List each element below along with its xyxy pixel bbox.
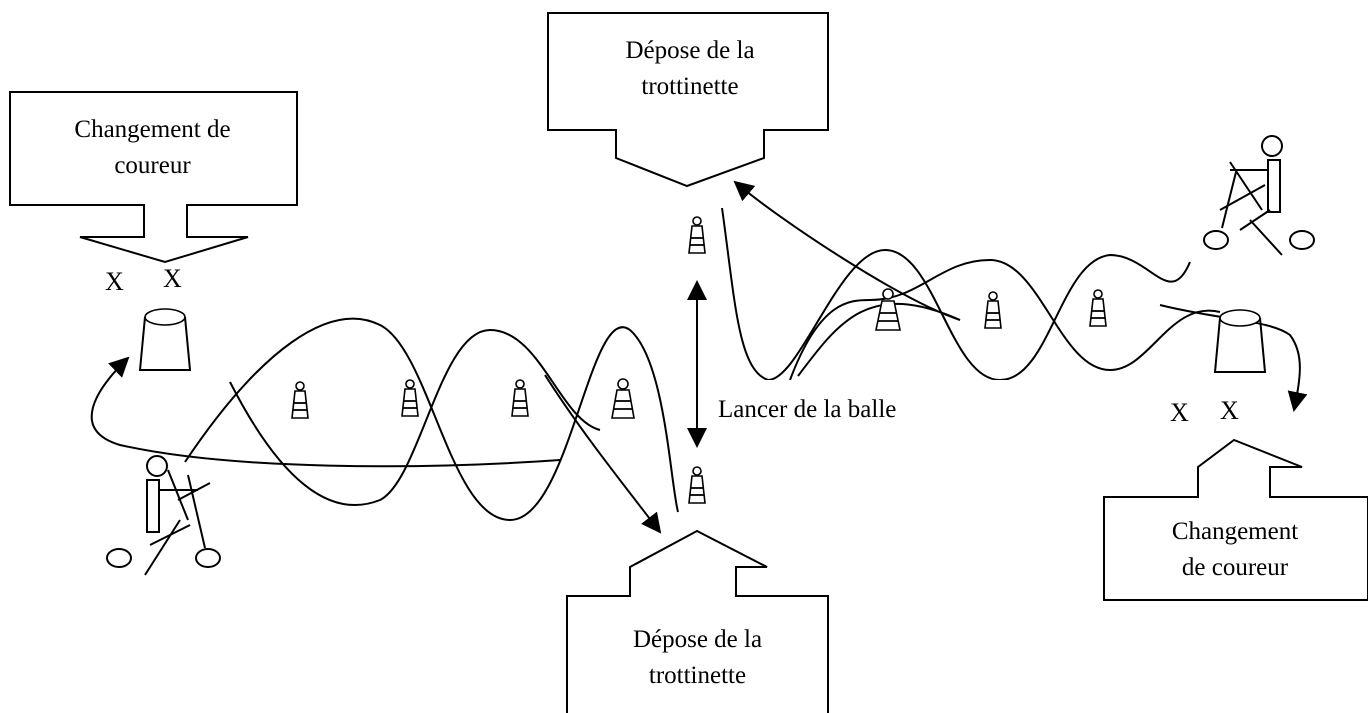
return-path-right <box>1159 304 1308 412</box>
callout-box-changement-left <box>9 91 298 264</box>
return-path-left <box>90 356 561 468</box>
cone-icon <box>291 381 309 419</box>
callout-box-depose-bottom <box>566 529 829 713</box>
label-lancer: Lancer de la balle <box>718 396 897 423</box>
label-depose-top: Dépose de la trottinette <box>560 33 820 105</box>
marker-x: X <box>105 267 124 296</box>
label-changement-left: Changement de coureur <box>30 112 275 184</box>
callout-box-changement-right <box>1103 438 1368 601</box>
label-changement-right-line2: de coureur <box>1181 554 1289 581</box>
label-depose-bottom-line1: Dépose de la <box>632 626 763 653</box>
bucket-icon <box>138 308 192 371</box>
cone-icon <box>611 378 635 419</box>
scooter-rider-icon <box>106 455 221 576</box>
label-changement-right: Changement de coureur <box>1110 514 1360 586</box>
callout-box-depose-top <box>547 12 829 188</box>
label-depose-bottom-line2: trottinette <box>648 662 747 689</box>
cone-icon <box>401 379 419 417</box>
slalom-path-left-2 <box>229 328 601 506</box>
arrow-to-depose-top <box>733 180 961 377</box>
label-changement-left-line2: coureur <box>114 152 191 179</box>
cone-icon <box>1089 289 1107 327</box>
label-depose-bottom: Dépose de la trottinette <box>570 622 825 694</box>
label-depose-top-line2: trottinette <box>641 73 739 100</box>
label-changement-left-line1: Changement de <box>74 116 231 143</box>
arrow-to-depose-bottom <box>544 374 662 534</box>
slalom-path-right-2 <box>789 258 1221 381</box>
cone-icon <box>688 466 706 504</box>
scooter-rider-icon <box>1203 135 1315 256</box>
label-depose-top-line1: Dépose de la <box>625 37 755 64</box>
marker-x: X <box>163 264 182 293</box>
bucket-icon <box>1213 309 1267 373</box>
marker-x: X <box>1170 398 1189 427</box>
cone-icon <box>688 216 706 254</box>
slalom-path-left <box>184 317 679 522</box>
slalom-path-right <box>721 207 1191 382</box>
label-changement-right-line1: Changement <box>1171 518 1299 545</box>
cone-icon <box>875 288 901 331</box>
marker-x: X <box>1220 396 1239 425</box>
cone-icon <box>984 291 1002 329</box>
cone-icon <box>511 379 529 417</box>
